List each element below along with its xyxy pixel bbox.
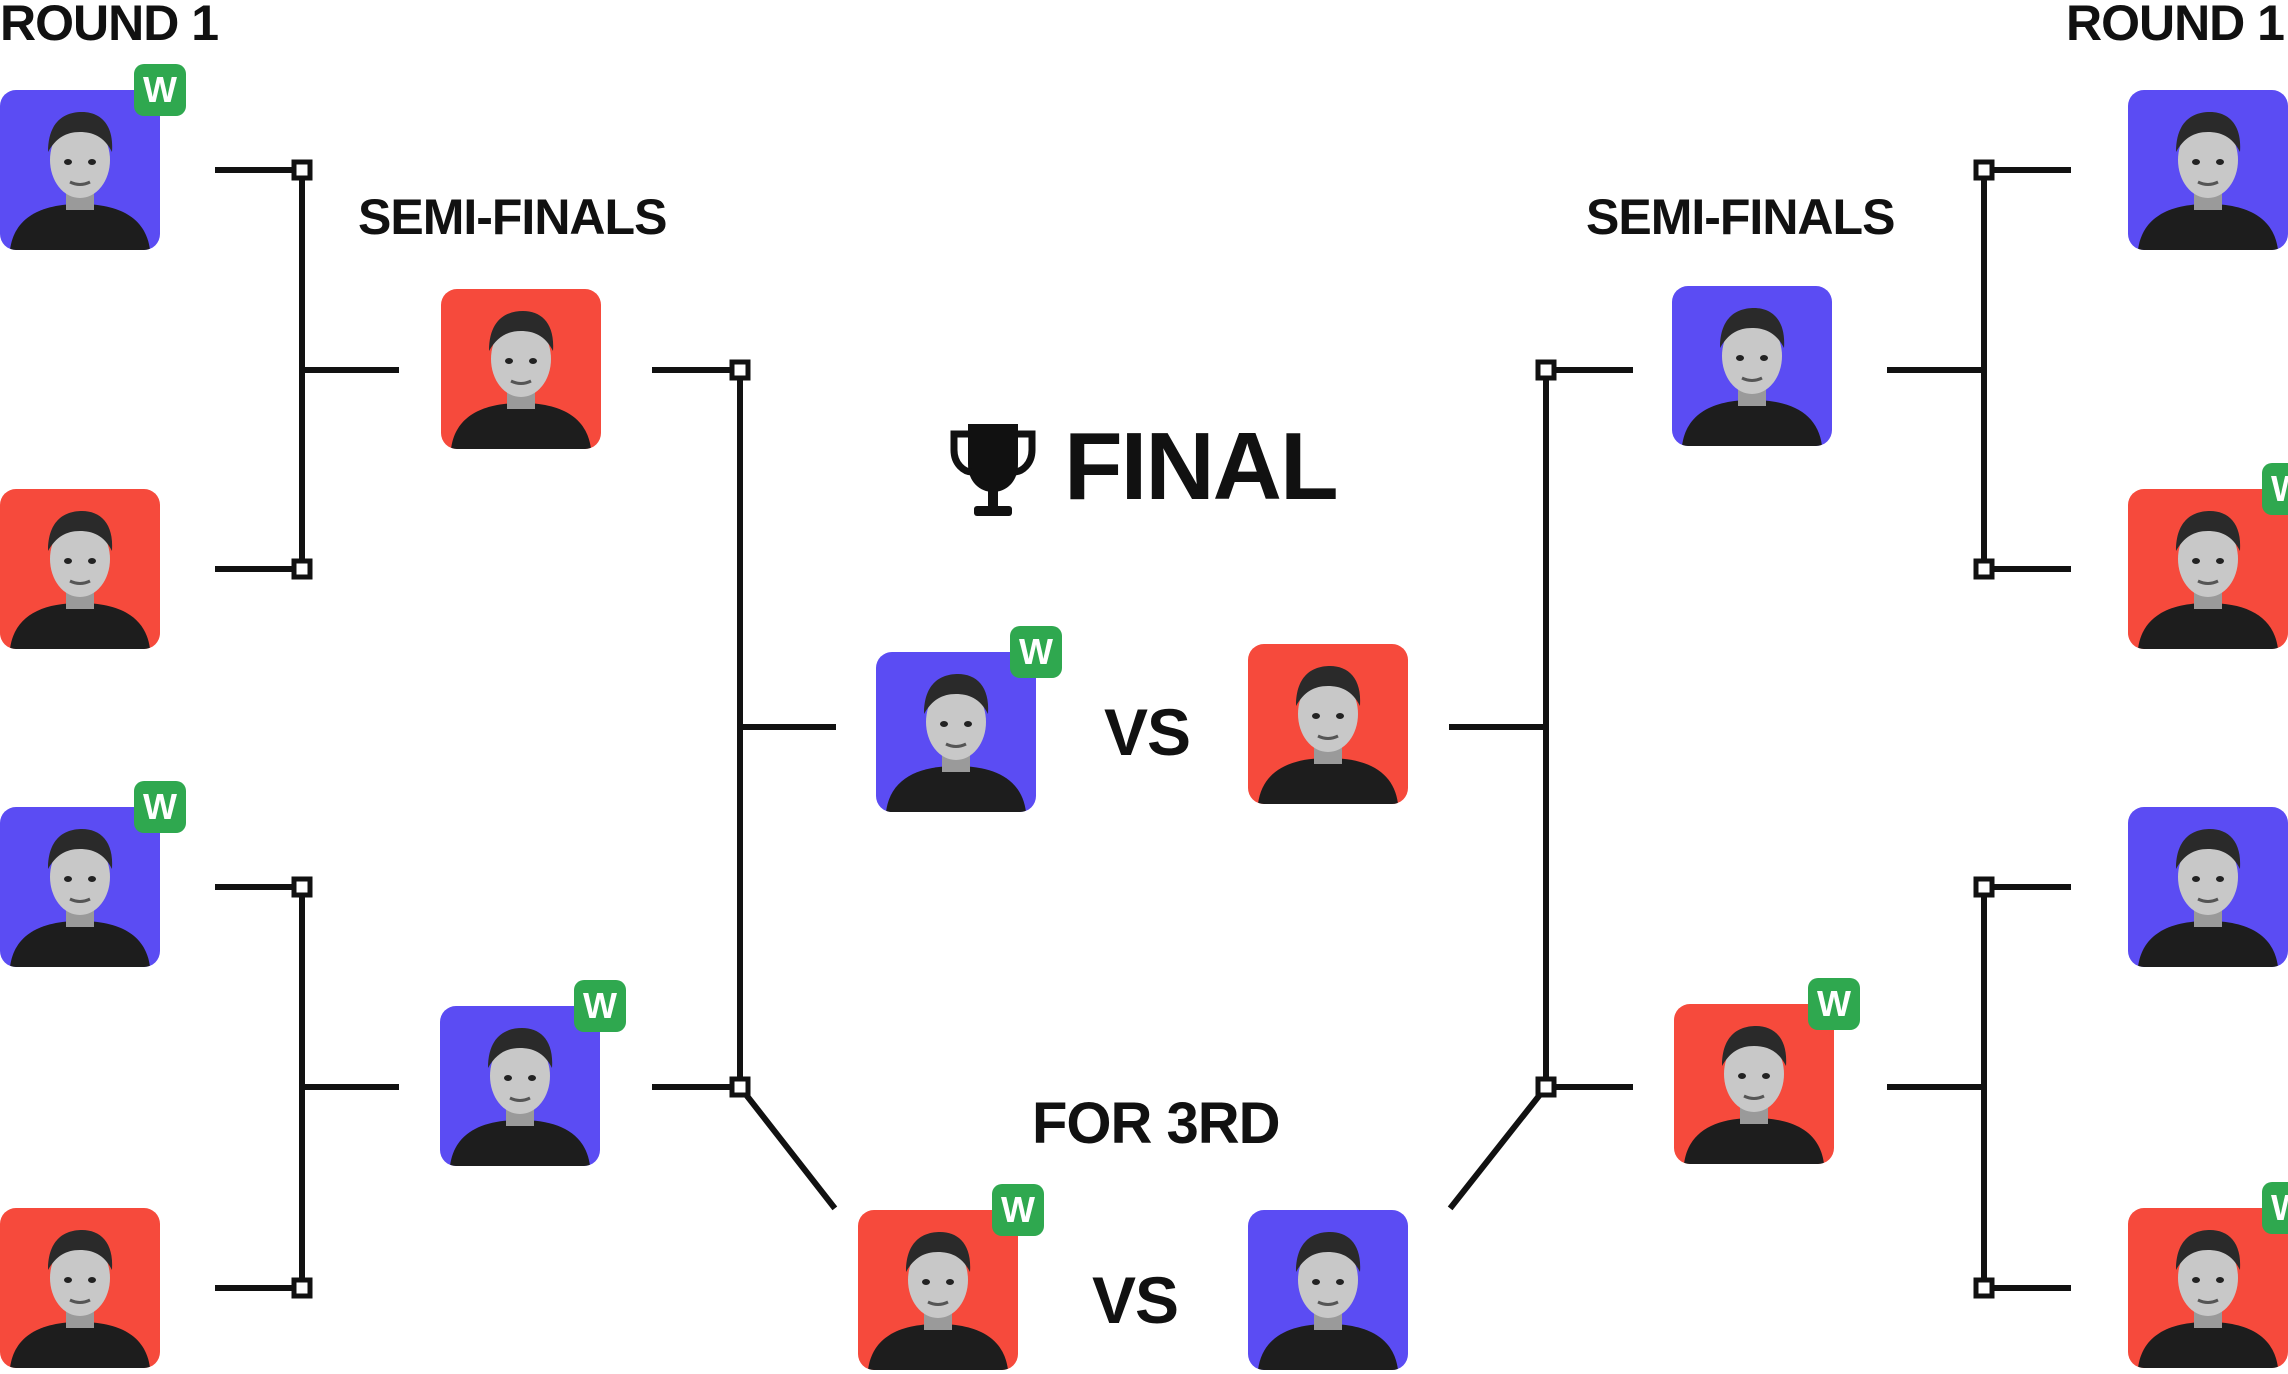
player-avatar-r1-right-2[interactable]: W <box>2128 463 2288 649</box>
person-icon <box>886 674 1026 812</box>
winner-badge: W <box>134 781 186 833</box>
player-avatar-r1-left-3[interactable]: W <box>0 781 186 967</box>
winner-badge: W <box>992 1184 1044 1236</box>
person-icon <box>10 112 150 250</box>
person-icon <box>2138 112 2278 250</box>
player-avatar-semi-right-1[interactable] <box>1672 286 1832 446</box>
player-avatar-semi-left-2[interactable]: W <box>440 980 626 1166</box>
person-icon <box>2138 1230 2278 1368</box>
player-avatar-semi-right-2[interactable]: W <box>1674 978 1860 1164</box>
player-avatar-r1-right-1[interactable] <box>2128 90 2288 250</box>
player-avatar-r1-left-1[interactable]: W <box>0 64 186 250</box>
vs-final-label: VS <box>1104 695 1191 769</box>
winner-badge: W <box>574 980 626 1032</box>
player-avatar-r1-right-4[interactable]: W <box>2128 1182 2288 1368</box>
semi-finals-left-label: SEMI-FINALS <box>358 189 667 245</box>
person-icon <box>1682 308 1822 446</box>
final-label: FINAL <box>1064 413 1339 520</box>
player-avatar-r1-right-3[interactable] <box>2128 807 2288 967</box>
player-avatar-third-right[interactable] <box>1248 1210 1408 1370</box>
winner-badge: W <box>1010 626 1062 678</box>
player-avatar-final-left[interactable]: W <box>876 626 1062 812</box>
semi-finals-right-label: SEMI-FINALS <box>1586 189 1895 245</box>
winner-badge: W <box>2262 1182 2288 1234</box>
person-icon <box>451 311 591 449</box>
winner-badge: W <box>2262 463 2288 515</box>
player-avatar-third-left[interactable]: W <box>858 1184 1044 1370</box>
trophy-icon <box>950 420 1036 520</box>
round-1-left-label: ROUND 1 <box>0 0 219 51</box>
person-icon <box>1258 1232 1398 1370</box>
person-icon <box>10 829 150 967</box>
person-icon <box>10 511 150 649</box>
person-icon <box>1258 666 1398 804</box>
person-icon <box>450 1028 590 1166</box>
player-avatar-final-right[interactable] <box>1248 644 1408 804</box>
player-avatar-semi-left-1[interactable] <box>441 289 601 449</box>
for-3rd-label: FOR 3RD <box>1032 1091 1281 1156</box>
vs-third-label: VS <box>1092 1263 1179 1337</box>
person-icon <box>10 1230 150 1368</box>
player-avatar-r1-left-2[interactable] <box>0 489 160 649</box>
winner-badge: W <box>134 64 186 116</box>
round-1-right-label: ROUND 1 <box>2065 0 2285 51</box>
winner-badge: W <box>1808 978 1860 1030</box>
person-icon <box>1684 1026 1824 1164</box>
person-icon <box>2138 829 2278 967</box>
person-icon <box>2138 511 2278 649</box>
person-icon <box>868 1232 1008 1370</box>
player-avatar-r1-left-4[interactable] <box>0 1208 160 1368</box>
